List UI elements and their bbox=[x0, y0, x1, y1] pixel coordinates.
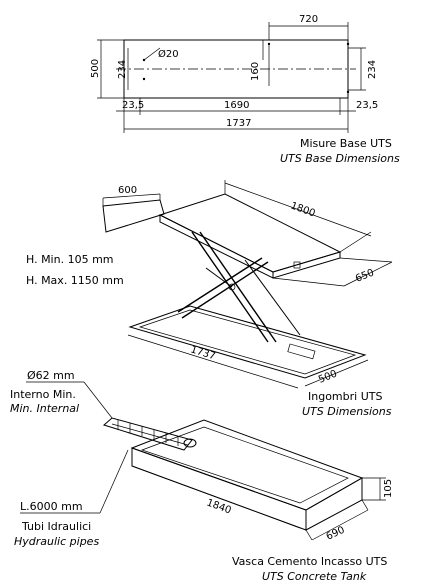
pipe-inlet bbox=[183, 438, 197, 448]
lift-base-inner bbox=[138, 309, 357, 375]
pipe-internal-it: Interno Min. bbox=[10, 388, 76, 401]
dim-inner-left-label: 234 bbox=[117, 60, 128, 79]
dim-total-label: 1737 bbox=[226, 118, 251, 129]
scissor-pivot bbox=[228, 283, 236, 291]
dim-length-label: 1800 bbox=[289, 200, 317, 219]
hydraulic-pipe bbox=[102, 417, 193, 451]
platform-pad bbox=[293, 261, 301, 269]
base-plan-drawing: 720 500 234 234 160 Ø20 23,5 1690 23,5 1… bbox=[90, 14, 400, 165]
tank-side bbox=[131, 447, 307, 531]
dim-line bbox=[224, 182, 372, 237]
dim-top-label: 720 bbox=[299, 14, 318, 25]
pipes-it: Tubi Idraulici bbox=[21, 520, 91, 533]
lift-platform-front bbox=[272, 251, 341, 279]
anchor-hole bbox=[346, 90, 350, 94]
scissor-arm bbox=[199, 231, 277, 343]
pipe-diameter-label: Ø62 mm bbox=[27, 369, 75, 382]
scissor-arm bbox=[244, 259, 301, 336]
hydraulic-cylinder bbox=[205, 267, 233, 288]
dim-line bbox=[343, 261, 393, 287]
pipe-line bbox=[111, 423, 189, 446]
lift-drawing: 600 1800 650 1737 500 H. Min. 105 mm H. … bbox=[26, 180, 393, 418]
dim-line bbox=[311, 509, 369, 541]
dim-line bbox=[304, 359, 369, 387]
pipes-en: Hydraulic pipes bbox=[14, 535, 99, 548]
dim-left-label: 500 bbox=[90, 59, 101, 78]
tank-depth-label: 105 bbox=[383, 479, 394, 498]
ext-line bbox=[361, 499, 369, 511]
scissor-arm bbox=[177, 257, 263, 313]
dim-ramp-label: 600 bbox=[118, 185, 137, 196]
base-title-it: Misure Base UTS bbox=[300, 137, 392, 150]
dim-base-width-label: 500 bbox=[317, 368, 339, 385]
base-block bbox=[287, 343, 316, 360]
lift-base bbox=[128, 305, 367, 379]
tank-inner bbox=[140, 426, 349, 504]
hole-leader bbox=[143, 47, 161, 61]
pipe-leader bbox=[83, 381, 113, 419]
lift-ramp bbox=[102, 199, 165, 233]
dim-center-label: 160 bbox=[250, 62, 261, 81]
pipe-length-label: L.6000 mm bbox=[20, 500, 83, 513]
dim-width-label: 650 bbox=[354, 267, 376, 284]
ext-line bbox=[305, 529, 313, 541]
dim-inner-right-label: 234 bbox=[367, 60, 378, 79]
anchor-hole bbox=[142, 77, 146, 81]
dim-line bbox=[127, 334, 299, 389]
ext-line bbox=[339, 257, 393, 263]
tank-width-label: 690 bbox=[325, 525, 347, 543]
pipe-length-leader bbox=[99, 449, 129, 514]
dim-mid-label: 1690 bbox=[224, 100, 249, 111]
dim-right-small-label: 23,5 bbox=[356, 100, 378, 111]
h-min-label: H. Min. 105 mm bbox=[26, 253, 114, 266]
anchor-hole bbox=[267, 42, 271, 46]
dim-left-small-label: 23,5 bbox=[122, 100, 144, 111]
tank-end bbox=[305, 477, 363, 531]
dim-line bbox=[131, 465, 301, 529]
lift-title-it: Ingombri UTS bbox=[308, 390, 382, 403]
h-max-label: H. Max. 1150 mm bbox=[26, 274, 124, 287]
tank-title-it: Vasca Cemento Incasso UTS bbox=[232, 555, 387, 568]
lift-title-en: UTS Dimensions bbox=[302, 405, 392, 418]
base-title-en: UTS Base Dimensions bbox=[280, 152, 400, 165]
tank-drawing: Ø62 mm Interno Min. Min. Internal L.6000… bbox=[10, 369, 394, 583]
ext-line bbox=[339, 231, 372, 253]
tank-title-en: UTS Concrete Tank bbox=[262, 570, 367, 583]
pipe-internal-en: Min. Internal bbox=[10, 402, 79, 415]
dim-line bbox=[102, 193, 161, 199]
dim-base-length-label: 1737 bbox=[189, 344, 217, 362]
anchor-hole bbox=[346, 42, 350, 46]
scissor-arm bbox=[181, 261, 269, 319]
hole-label: Ø20 bbox=[158, 48, 179, 60]
ext-line bbox=[272, 277, 345, 287]
tank-length-label: 1840 bbox=[205, 497, 233, 516]
